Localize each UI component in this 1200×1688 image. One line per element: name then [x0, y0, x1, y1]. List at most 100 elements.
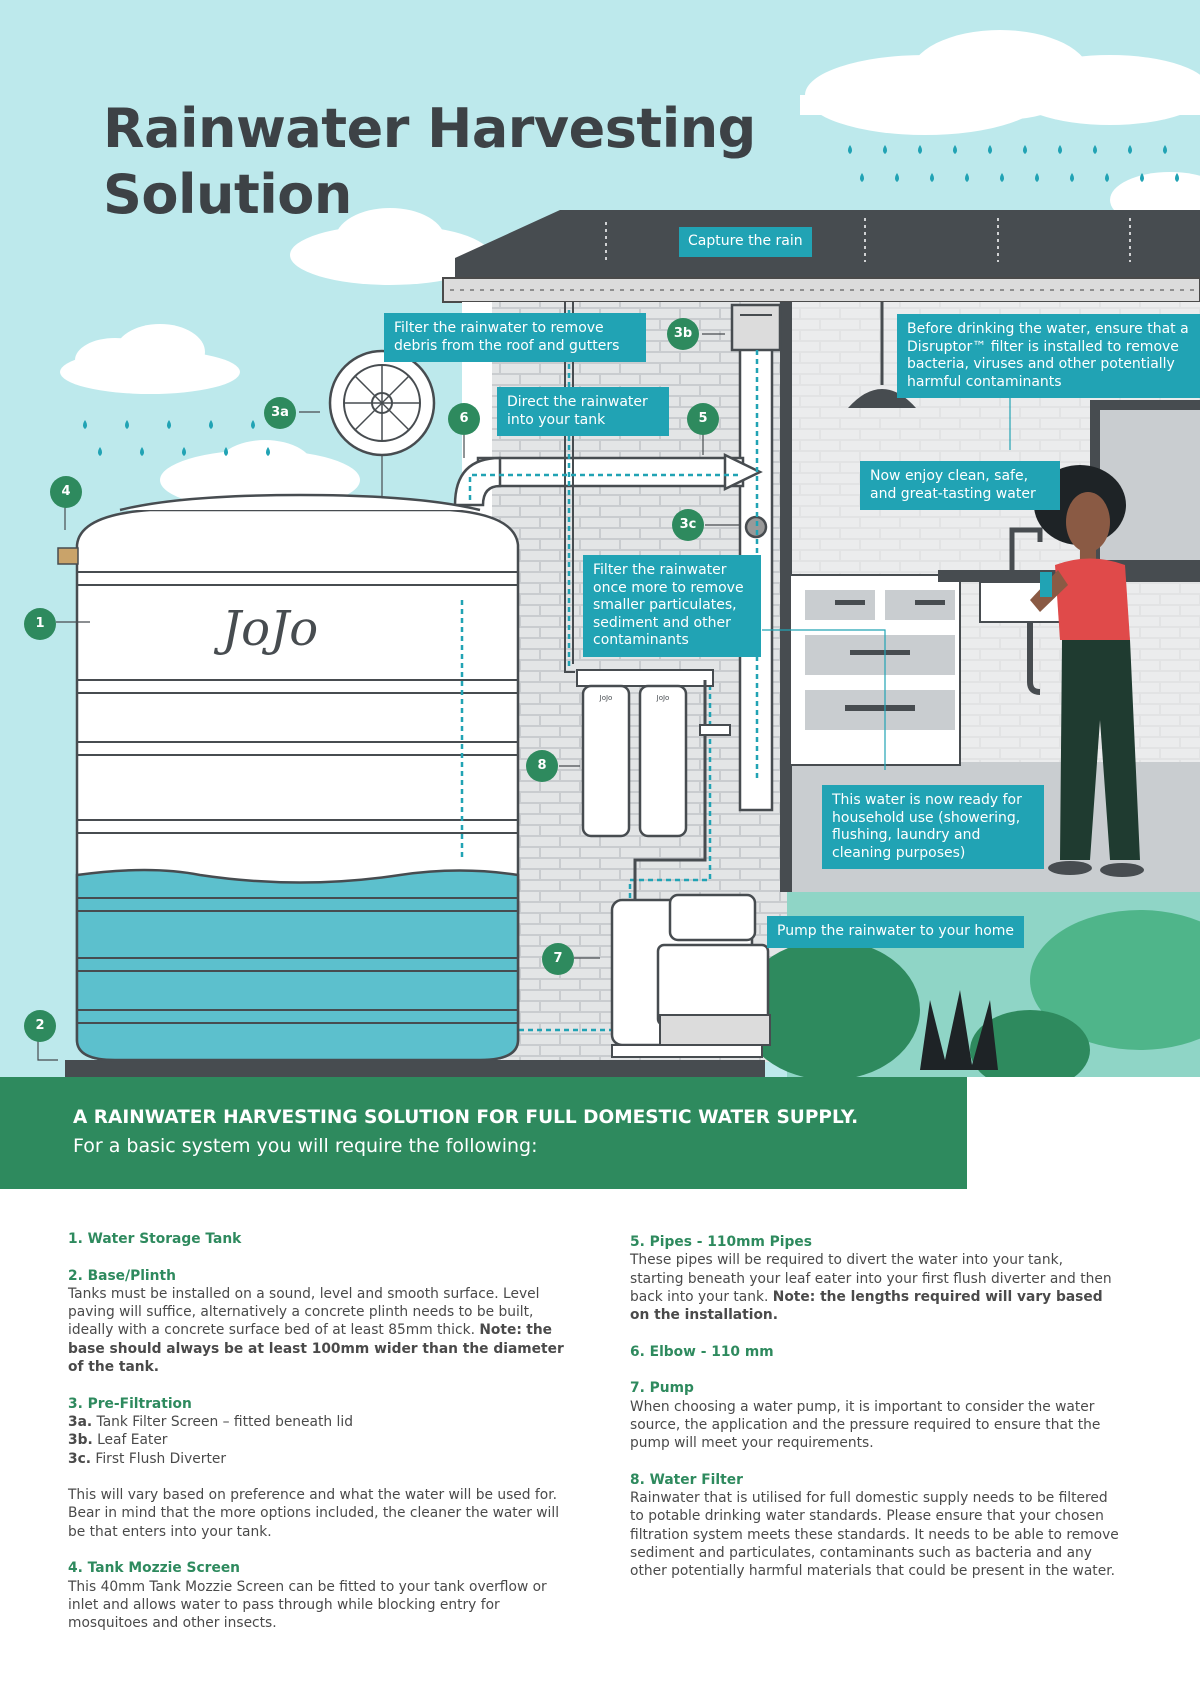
rain-drop: [930, 173, 934, 182]
woman-figure: [1030, 465, 1144, 877]
illustration-scene: JoJo JoJo: [0, 0, 1200, 1077]
banner-headline: A RAINWATER HARVESTING SOLUTION FOR FULL…: [73, 1107, 859, 1128]
requirements-left-column: 1. Water Storage Tank 2. Base/Plinth Tan…: [68, 1230, 578, 1651]
item-5-text: These pipes will be required to divert t…: [630, 1252, 1112, 1305]
item-4-heading: 4. Tank Mozzie Screen: [68, 1560, 241, 1577]
rain-drop: [1023, 145, 1027, 154]
item-2-note-label: Note:: [479, 1322, 522, 1339]
rain-drop: [918, 145, 922, 154]
page-title-line2: Solution: [103, 163, 352, 226]
item-1-heading: 1. Water Storage Tank: [68, 1231, 242, 1247]
solution-banner: A RAINWATER HARVESTING SOLUTION FOR FULL…: [0, 1077, 967, 1189]
item-3c-text: First Flush Diverter: [95, 1450, 227, 1467]
marker-3b: 3b: [667, 318, 699, 350]
rain-drop: [125, 420, 129, 429]
rain-drops-right: [83, 145, 1179, 456]
rain-drop: [251, 420, 255, 429]
tank-filter-screen: [328, 349, 436, 500]
rain-drop: [965, 173, 969, 182]
item-2-text: Tanks must be installed on a sound, leve…: [68, 1285, 540, 1339]
rain-drop: [1175, 173, 1179, 182]
rain-drop: [953, 145, 957, 154]
rain-drop: [883, 145, 887, 154]
item-5-heading: 5. Pipes - 110mm Pipes: [630, 1234, 812, 1250]
cloud-left: [60, 324, 240, 394]
rain-drop: [988, 145, 992, 154]
list-item-7: 7. Pump When choosing a water pump, it i…: [630, 1379, 1120, 1452]
rain-drop: [167, 420, 171, 429]
item-5-body: These pipes will be required to divert t…: [630, 1251, 1120, 1324]
pipe-system: [453, 338, 774, 812]
leaf-eater: [730, 303, 782, 352]
item-2-note: the base should always be at least 100mm…: [68, 1322, 564, 1376]
item-5-note: Note: the lengths required will vary bas…: [630, 1288, 1103, 1324]
callout-filter-debris: Filter the rainwater to remove debris fr…: [384, 313, 646, 362]
item-3a-text: Tank Filter Screen – fitted beneath lid: [96, 1413, 353, 1430]
item-2-body: Tanks must be installed on a sound, leve…: [68, 1285, 578, 1376]
requirements-right-column: 5. Pipes - 110mm Pipes These pipes will …: [630, 1233, 1120, 1599]
rain-drop: [1070, 173, 1074, 182]
callout-filter-again: Filter the rainwater once more to remove…: [583, 555, 761, 657]
item-3-text: This will vary based on preference and w…: [68, 1487, 560, 1540]
list-item-8: 8. Water Filter Rainwater that is utilis…: [630, 1471, 1120, 1581]
callout-enjoy-water: Now enjoy clean, safe, and great-tasting…: [860, 461, 1060, 510]
rain-drop: [140, 447, 144, 456]
list-item-1: 1. Water Storage Tank: [68, 1230, 578, 1248]
item-6-heading: 6. Elbow - 110 mm: [630, 1343, 774, 1360]
list-item-2: 2. Base/Plinth Tanks must be installed o…: [68, 1267, 578, 1377]
item-7-heading: 7. Pump: [630, 1380, 694, 1397]
item-3b-label: 3b.: [68, 1432, 93, 1449]
rain-drop: [1140, 173, 1144, 182]
roof: [455, 210, 1200, 278]
cloud-mid: [290, 208, 490, 285]
item-3b: 3b. Leaf Eater: [68, 1431, 578, 1449]
item-3a-label: 3a.: [68, 1413, 93, 1430]
rain-drop: [1058, 145, 1062, 154]
rain-drop: [1035, 173, 1039, 182]
rain-drop: [83, 420, 87, 429]
item-3a: 3a. Tank Filter Screen – fitted beneath …: [68, 1413, 578, 1431]
rain-drop: [182, 447, 186, 456]
callout-household-use: This water is now ready for household us…: [822, 785, 1044, 869]
rain-drop: [1128, 145, 1132, 154]
marker-6: 6: [448, 403, 480, 435]
item-3-heading: 3. Pre-Filtration: [68, 1395, 192, 1412]
rain-drop: [1105, 173, 1109, 182]
marker-3a: 3a: [264, 397, 296, 429]
rain-drop: [1000, 173, 1004, 182]
water-filters: JoJo JoJo: [576, 669, 731, 900]
rain-drop: [209, 420, 213, 429]
rain-drop: [98, 447, 102, 456]
item-3b-text: Leaf Eater: [97, 1432, 168, 1449]
list-item-6: 6. Elbow - 110 mm: [630, 1343, 1120, 1361]
rain-drop: [266, 447, 270, 456]
marker-3c: 3c: [672, 509, 704, 541]
rain-drop: [895, 173, 899, 182]
svg-text:JoJo: JoJo: [656, 694, 670, 702]
banner-subline: For a basic system you will require the …: [73, 1135, 538, 1157]
item-4-text: This 40mm Tank Mozzie Screen can be fitt…: [68, 1578, 547, 1632]
callout-capture-rain: Capture the rain: [679, 227, 812, 257]
callout-pump-home: Pump the rainwater to your home: [767, 916, 1025, 948]
item-7-text: When choosing a water pump, it is import…: [630, 1398, 1101, 1452]
rain-drop: [860, 173, 864, 182]
callout-disruptor-filter: Before drinking the water, ensure that a…: [897, 314, 1200, 398]
rain-drop: [1093, 145, 1097, 154]
marker-4: 4: [50, 476, 82, 508]
tank-brand-logo: JoJo: [213, 601, 318, 657]
item-3c: 3c. First Flush Diverter: [68, 1450, 578, 1468]
marker-7: 7: [542, 943, 574, 975]
list-item-5: 5. Pipes - 110mm Pipes These pipes will …: [630, 1233, 1120, 1324]
ground: [65, 1060, 765, 1077]
rain-drop: [848, 145, 852, 154]
marker-8: 8: [526, 750, 558, 782]
rain-drop: [1163, 145, 1167, 154]
callout-direct-water: Direct the rainwater into your tank: [497, 387, 669, 436]
item-8-text: Rainwater that is utilised for full dome…: [630, 1490, 1119, 1580]
cloud-top-right: [800, 30, 1200, 135]
marker-5: 5: [687, 403, 719, 435]
rain-drop: [224, 447, 228, 456]
page-title: Rainwater Harvesting Solution: [103, 96, 756, 228]
water-pump: [610, 893, 771, 1058]
